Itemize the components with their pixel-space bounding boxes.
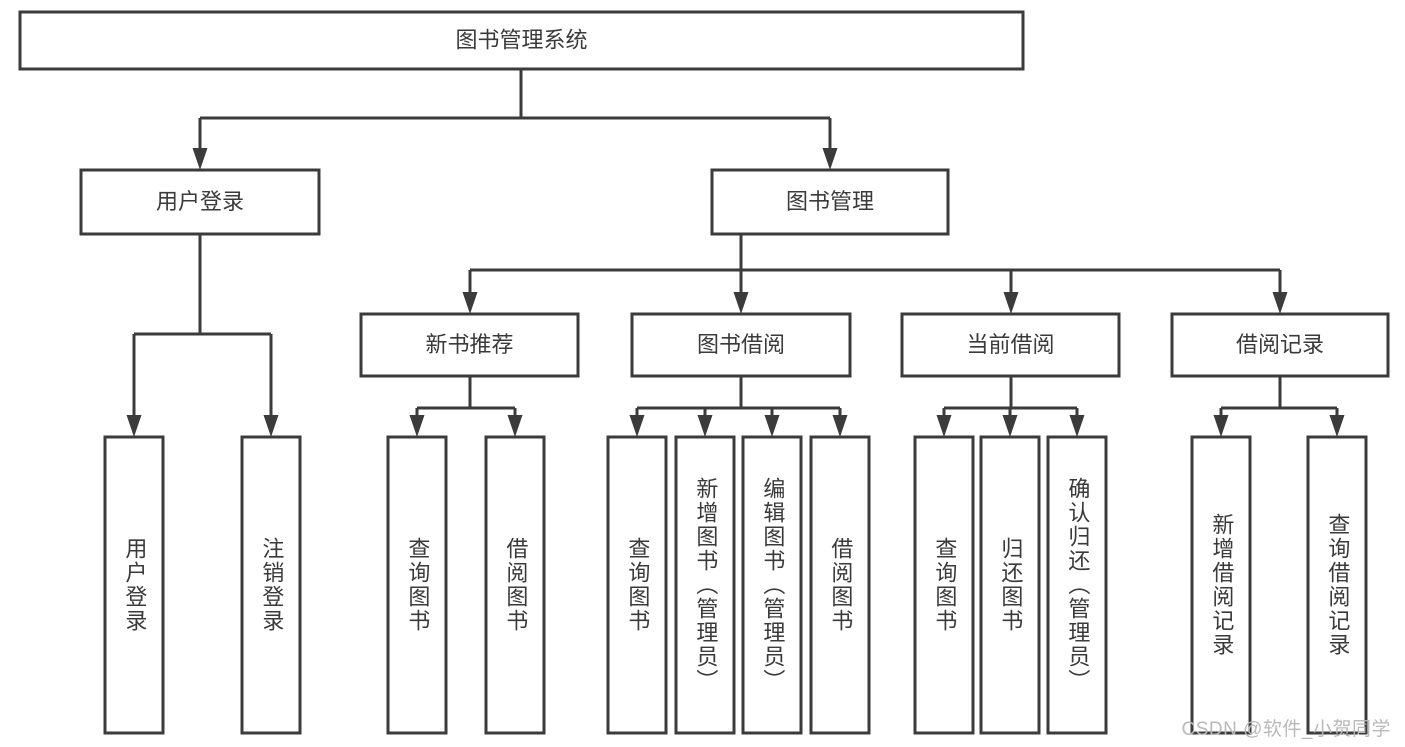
- node-box-leaf-return-book[interactable]: [979, 435, 1041, 735]
- node-box-leaf-add-book[interactable]: [674, 435, 736, 735]
- node-box-user-login[interactable]: [79, 168, 321, 236]
- group-current-borrow-to-leaf-2-head: [1069, 415, 1085, 437]
- group-book-borrow-to-leaf-0-head: [629, 415, 645, 437]
- node-box-leaf-query-book-3[interactable]: [913, 435, 975, 735]
- group-user-login-to-leaf-1-head: [263, 415, 279, 437]
- node-box-root[interactable]: [18, 10, 1025, 71]
- node-box-leaf-user-login[interactable]: [103, 435, 165, 735]
- node-box-leaf-borrow-book-1[interactable]: [484, 435, 546, 735]
- node-box-leaf-borrow-book-2[interactable]: [809, 435, 871, 735]
- book-manage-to-level2-1-head: [733, 292, 749, 314]
- group-book-borrow-to-leaf-2-head: [764, 415, 780, 437]
- node-label-book-manage: 图书管理: [786, 189, 874, 214]
- root-to-level1-0-head: [192, 148, 208, 170]
- group-current-borrow-to-leaf-1-head: [1002, 415, 1018, 437]
- group-book-borrow-to-leaf-1-head: [697, 415, 713, 437]
- node-label-book-borrow: 图书借阅: [697, 332, 785, 357]
- node-box-book-manage[interactable]: [710, 168, 950, 236]
- group-new-book-recommend-to-leaf-0-head: [409, 415, 425, 437]
- node-box-leaf-confirm-return[interactable]: [1046, 435, 1108, 735]
- node-box-leaf-query-book-2[interactable]: [606, 435, 668, 735]
- group-book-borrow-to-leaf-3-head: [832, 415, 848, 437]
- node-label-root: 图书管理系统: [455, 27, 587, 52]
- book-manage-to-level2-3-head: [1272, 292, 1288, 314]
- node-box-leaf-query-record[interactable]: [1306, 435, 1368, 735]
- group-borrow-record-to-leaf-0-head: [1213, 415, 1229, 437]
- node-box-current-borrow[interactable]: [900, 312, 1121, 378]
- node-box-leaf-add-record[interactable]: [1190, 435, 1252, 735]
- group-user-login-to-leaf-0-head: [126, 415, 142, 437]
- group-borrow-record-to-leaf-1-head: [1329, 415, 1345, 437]
- group-new-book-recommend-to-leaf-1-head: [507, 415, 523, 437]
- node-label-borrow-record: 借阅记录: [1236, 332, 1324, 357]
- book-manage-to-level2-0-head: [462, 292, 478, 314]
- node-box-new-book-recommend[interactable]: [359, 312, 580, 378]
- node-box-borrow-record[interactable]: [1170, 312, 1390, 378]
- group-current-borrow-to-leaf-0-head: [936, 415, 952, 437]
- node-box-book-borrow[interactable]: [630, 312, 852, 378]
- book-manage-to-level2-2-head: [1003, 292, 1019, 314]
- node-box-leaf-query-book-1[interactable]: [386, 435, 448, 735]
- node-box-leaf-edit-book[interactable]: [741, 435, 803, 735]
- root-to-level1-1-head: [822, 148, 838, 170]
- node-label-new-book-recommend: 新书推荐: [425, 332, 513, 357]
- node-label-current-borrow: 当前借阅: [966, 332, 1054, 357]
- node-label-user-login: 用户登录: [156, 189, 244, 214]
- node-box-leaf-user-logout[interactable]: [240, 435, 302, 735]
